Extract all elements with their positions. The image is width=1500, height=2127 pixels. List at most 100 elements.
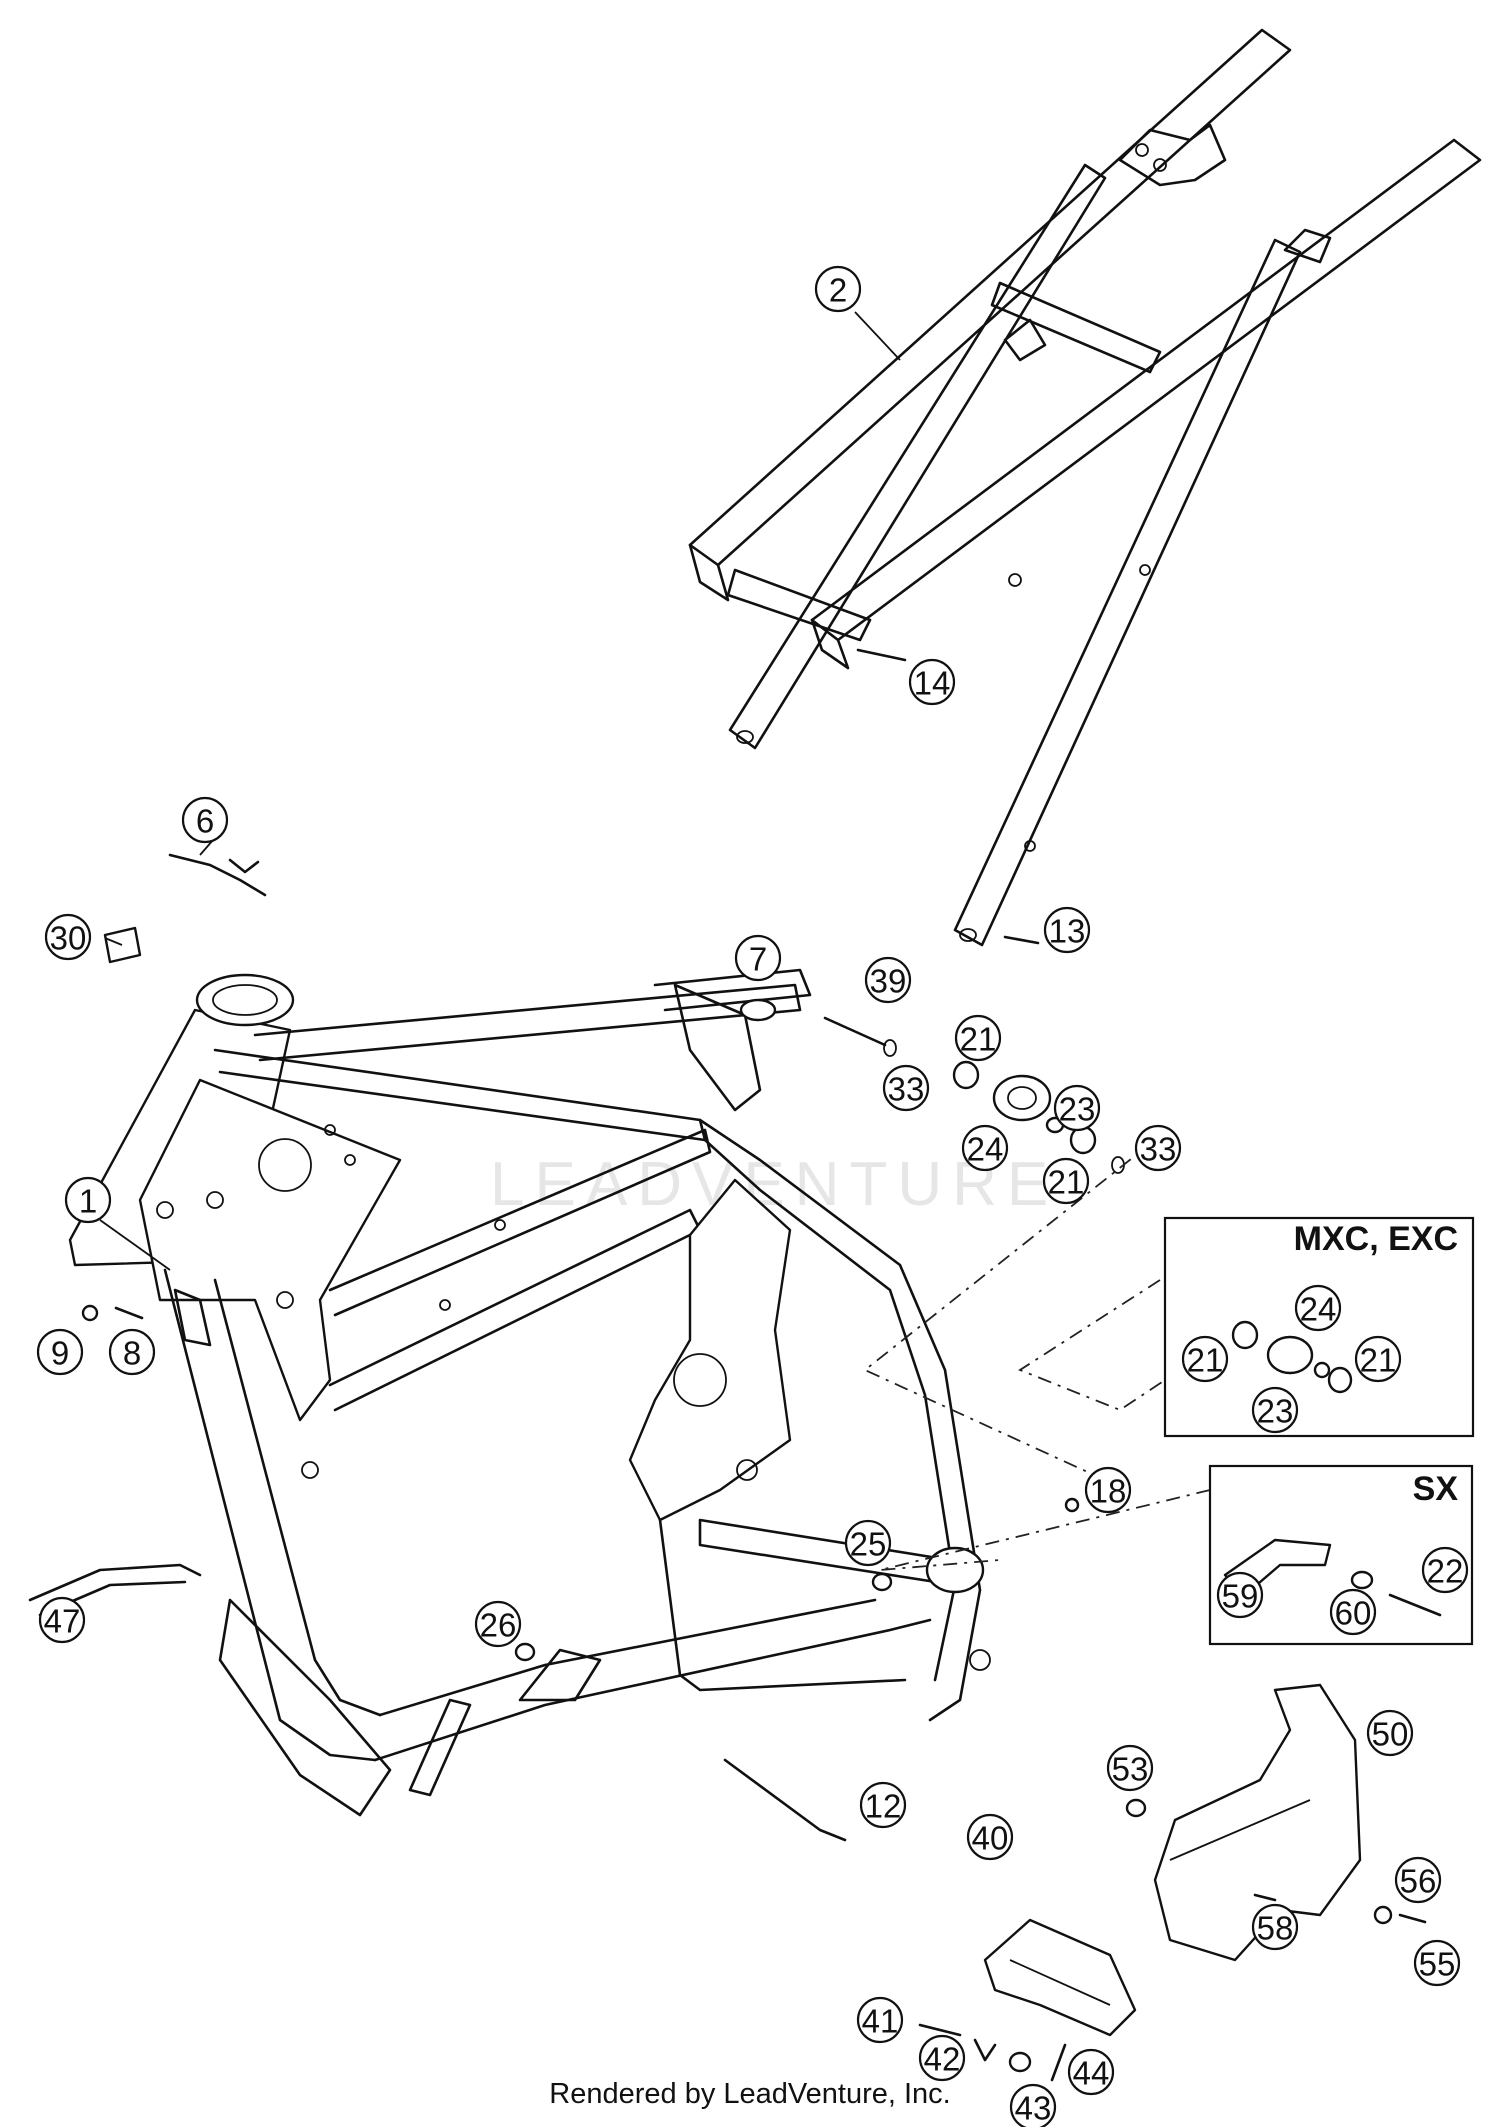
callout-number: 40 <box>972 1820 1009 1857</box>
callout-number: 2 <box>829 272 847 309</box>
callout-circle <box>814 265 862 313</box>
callout-circle <box>908 658 956 706</box>
callout-c7: 7 <box>734 934 782 982</box>
callout-number: 13 <box>1049 913 1086 950</box>
callout-number: 44 <box>1073 2055 1110 2092</box>
main-frame-drawing <box>68 968 991 1817</box>
callout-circle <box>1413 1939 1461 1987</box>
callout-number: 23 <box>1257 1393 1294 1430</box>
callout-c18: 18 <box>1084 1466 1132 1514</box>
footer-credit: Rendered by LeadVenture, Inc. <box>549 2078 951 2110</box>
callout-c44: 44 <box>1067 2048 1115 2096</box>
callout-circle <box>966 1813 1014 1861</box>
callout-number: 30 <box>50 920 87 957</box>
callout-circle <box>1216 1571 1264 1619</box>
callout-c33a: 33 <box>882 1064 930 1112</box>
callout-c21c: 21 <box>1181 1335 1229 1383</box>
callout-circle <box>1421 1546 1469 1594</box>
callout-number: 50 <box>1372 1716 1409 1753</box>
callout-circle <box>1042 1157 1090 1205</box>
callout-c58: 58 <box>1251 1903 1299 1951</box>
callout-number: 22 <box>1427 1553 1464 1590</box>
callout-number: 6 <box>196 803 214 840</box>
callout-circle <box>108 1328 156 1376</box>
callout-number: 53 <box>1112 1751 1149 1788</box>
rear-subframe-drawing <box>688 28 1482 947</box>
callout-c41: 41 <box>856 1996 904 2044</box>
callout-circle <box>36 1328 84 1376</box>
callout-number: 59 <box>1222 1578 1259 1615</box>
callout-c6: 6 <box>181 796 229 844</box>
callout-circle <box>44 913 92 961</box>
callout-number: 21 <box>1360 1342 1397 1379</box>
callout-circle <box>844 1519 892 1567</box>
callout-c24b: 24 <box>1294 1284 1342 1332</box>
callout-circle <box>918 2034 966 2082</box>
callout-circle <box>1009 2083 1057 2127</box>
callout-number: 25 <box>850 1526 887 1563</box>
callout-c59: 59 <box>1216 1571 1264 1619</box>
callout-c30: 30 <box>44 913 92 961</box>
sx-box: SX <box>1208 1464 1474 1646</box>
callout-circle <box>1366 1709 1414 1757</box>
callout-circle <box>1251 1386 1299 1434</box>
callout-number: 55 <box>1419 1946 1456 1983</box>
callout-circle <box>864 956 912 1004</box>
callout-circle <box>181 796 229 844</box>
callout-c50: 50 <box>1366 1709 1414 1757</box>
callout-circle <box>954 1014 1002 1062</box>
callout-number: 60 <box>1335 1595 1372 1632</box>
callout-number: 58 <box>1257 1910 1294 1947</box>
callout-circle <box>1084 1466 1132 1514</box>
callout-c21a: 21 <box>954 1014 1002 1062</box>
callout-c8: 8 <box>108 1328 156 1376</box>
callout-number: 39 <box>870 963 907 1000</box>
callout-c1: 1 <box>64 1176 112 1224</box>
callout-c2: 2 <box>814 265 862 313</box>
callout-c39: 39 <box>864 956 912 1004</box>
callout-number: 47 <box>44 1603 81 1640</box>
callout-number: 7 <box>749 941 767 978</box>
callout-c24a: 24 <box>961 1124 1009 1172</box>
callout-c9: 9 <box>36 1328 84 1376</box>
callout-c26: 26 <box>474 1600 522 1648</box>
callout-circle <box>1394 1856 1442 1904</box>
callout-number: 1 <box>79 1183 97 1220</box>
callout-c43: 43 <box>1009 2083 1057 2127</box>
callout-c23b: 23 <box>1251 1386 1299 1434</box>
callout-number: 24 <box>967 1131 1004 1168</box>
callout-circle <box>961 1124 1009 1172</box>
callout-number: 33 <box>1140 1131 1177 1168</box>
callout-c12: 12 <box>859 1781 907 1829</box>
dash-outlines <box>863 1139 1211 1571</box>
callout-c22: 22 <box>1421 1546 1469 1594</box>
mxc-exc-box: MXC, EXC <box>1163 1216 1475 1438</box>
callout-circle <box>1251 1903 1299 1951</box>
callout-circle <box>1294 1284 1342 1332</box>
callout-circle <box>64 1176 112 1224</box>
callout-circle <box>734 934 782 982</box>
callout-number: 8 <box>123 1335 141 1372</box>
callout-circle <box>474 1600 522 1648</box>
callout-circle <box>1043 906 1091 954</box>
callout-circle <box>1106 1744 1154 1792</box>
callout-number: 21 <box>1187 1342 1224 1379</box>
callout-number: 26 <box>480 1607 517 1644</box>
callout-circle <box>1181 1335 1229 1383</box>
callout-circle <box>1134 1124 1182 1172</box>
callout-number: 14 <box>914 665 951 702</box>
callout-number: 41 <box>862 2003 899 2040</box>
callout-number: 12 <box>865 1788 902 1825</box>
callout-circle <box>1053 1084 1101 1132</box>
callout-c42: 42 <box>918 2034 966 2082</box>
callout-c40: 40 <box>966 1813 1014 1861</box>
callout-number: 56 <box>1400 1863 1437 1900</box>
callout-c13: 13 <box>1043 906 1091 954</box>
callout-circle <box>1067 2048 1115 2096</box>
callout-circle <box>859 1781 907 1829</box>
callout-circle <box>1354 1335 1402 1383</box>
callout-number: 21 <box>1048 1164 1085 1201</box>
callout-number: 24 <box>1300 1291 1337 1328</box>
